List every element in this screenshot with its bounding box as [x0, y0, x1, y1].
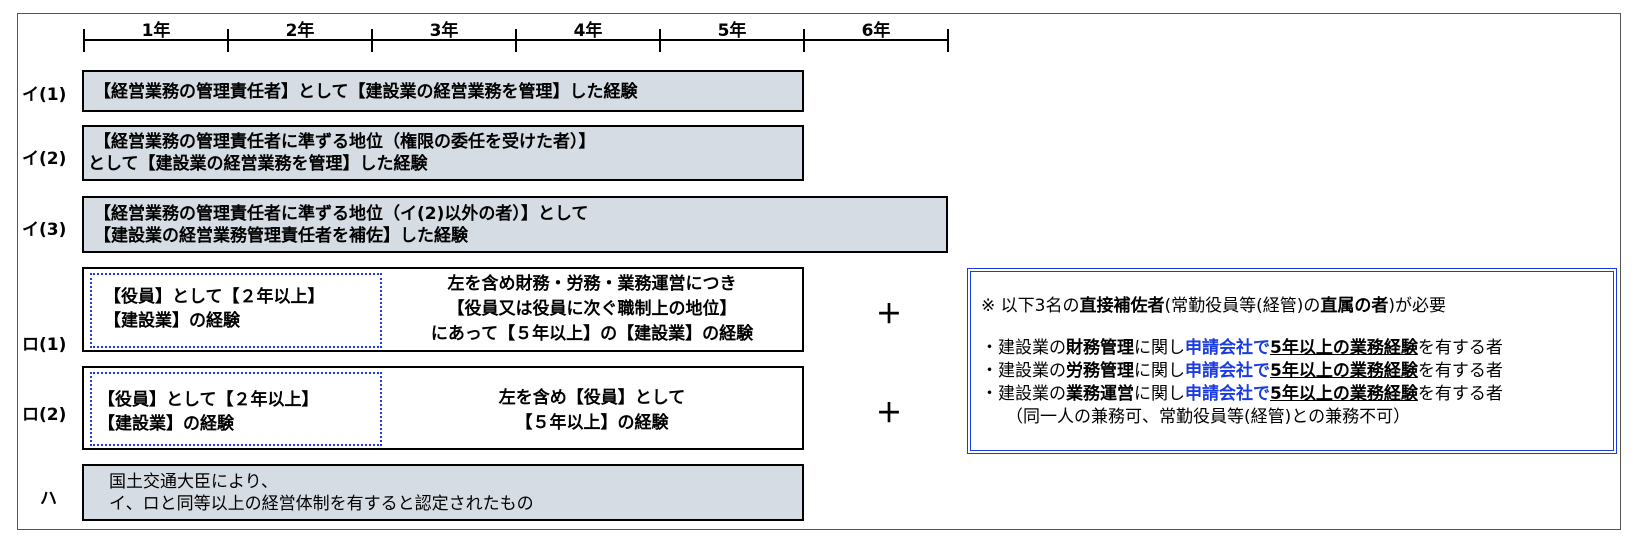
note-item-text: に関し [1134, 384, 1185, 404]
ro1-plus: ＋ [876, 300, 903, 330]
note-item-company: 申請会社で [1185, 384, 1270, 404]
note-item-bold: 業務運営 [1066, 384, 1134, 404]
ro1-two-year-box: 【役員】として【２年以上】 【建設業】の経験 [90, 273, 382, 348]
note-header-text: ※ 以下3名の [981, 296, 1080, 316]
note-footnote: （同一人の兼務可、常勤役員等(経管)との兼務不可） [1006, 407, 1411, 427]
ro1-rest: 左を含め財務・労務・業務運営につき 【役員又は役員に次ぐ職制上の地位】 にあって… [382, 272, 802, 347]
year-label-4: 4年 [573, 21, 603, 41]
note-item-text: ・建設業の [981, 384, 1066, 404]
note-item-bold: 財務管理 [1066, 338, 1134, 358]
note-item-text: を有する者 [1417, 361, 1503, 381]
timeline-tick [659, 29, 661, 52]
note-item-experience: 5年以上の業務経験 [1270, 338, 1418, 358]
i3-text-line1: 【経営業務の管理責任者に準ずる地位（イ(2)以外の者）】として [94, 204, 589, 224]
note-item-text: ・建設業の [981, 361, 1066, 381]
note-item-company: 申請会社で [1185, 361, 1270, 381]
timeline-tick [371, 29, 373, 52]
note-item-text: に関し [1134, 361, 1185, 381]
timeline-tick [83, 29, 85, 52]
ro2-two-year-box: 【役員】として【２年以上】 【建設業】の経験 [90, 372, 382, 446]
year-label-2: 2年 [285, 21, 315, 41]
ro2-box: 【役員】として【２年以上】 【建設業】の経験 左を含め【役員】として 【５年以上… [82, 366, 804, 450]
row-label-i2: イ(2) [22, 149, 67, 169]
ro1-rest-line3: にあって【５年以上】の【建設業】の経験 [430, 324, 754, 344]
ro1-inner-line1: 【役員】として【２年以上】 [104, 287, 325, 307]
year-label-1: 1年 [141, 21, 171, 41]
direct-assistant-note: ※ 以下3名の直接補佐者(常勤役員等(経管)の直属の者)が必要 ・建設業の財務管… [967, 268, 1617, 454]
note-header-bold: 直属の者 [1320, 296, 1389, 316]
note-item-company: 申請会社で [1185, 338, 1270, 358]
note-item: ・建設業の業務運営に関し申請会社で5年以上の業務経験を有する者 [981, 379, 1503, 404]
note-item-text: に関し [1134, 338, 1185, 358]
note-header-text: )が必要 [1388, 296, 1447, 316]
ro2-rest-line2: 【５年以上】の経験 [515, 413, 669, 433]
row-label-i1: イ(1) [22, 85, 67, 105]
ro2-rest: 左を含め【役員】として 【５年以上】の経験 [382, 386, 802, 436]
row-label-ha: ハ [40, 489, 57, 509]
timeline-tick [947, 29, 949, 52]
i3-box: 【経営業務の管理責任者に準ずる地位（イ(2)以外の者）】として 【建設業の経営業… [82, 196, 948, 253]
note-item-text: を有する者 [1417, 338, 1503, 358]
ro1-box: 【役員】として【２年以上】 【建設業】の経験 左を含め財務・労務・業務運営につき… [82, 267, 804, 352]
note-item-experience: 5年以上の業務経験 [1270, 384, 1418, 404]
row-label-ro2: ロ(2) [22, 405, 67, 425]
year-label-5: 5年 [717, 21, 747, 41]
note-header-text: (常勤役員等(経管)の [1164, 296, 1321, 316]
note-item-text: を有する者 [1417, 384, 1503, 404]
diagram-frame [17, 13, 1621, 530]
i2-text-line2: として【建設業の経営業務を管理】した経験 [88, 154, 428, 174]
note-header: ※ 以下3名の直接補佐者(常勤役員等(経管)の直属の者)が必要 [981, 291, 1446, 316]
ro1-rest-line2: 【役員又は役員に次ぐ職制上の地位】 [447, 299, 737, 319]
note-item-text: ・建設業の [981, 338, 1066, 358]
ro1-rest-line1: 左を含め財務・労務・業務運営につき [447, 274, 737, 294]
note-item-experience: 5年以上の業務経験 [1270, 361, 1418, 381]
note-item: ・建設業の労務管理に関し申請会社で5年以上の業務経験を有する者 [981, 356, 1503, 381]
i1-text: 【経営業務の管理責任者】として【建設業の経営業務を管理】した経験 [94, 82, 638, 102]
ha-text-line2: イ、ロと同等以上の経営体制を有すると認定されたもの [109, 494, 534, 514]
ha-text-line1: 国土交通大臣により、 [109, 472, 278, 492]
note-item-bold: 労務管理 [1066, 361, 1134, 381]
timeline-tick [515, 29, 517, 52]
i3-text-line2: 【建設業の経営業務管理責任者を補佐】した経験 [94, 226, 468, 246]
i2-text-line1: 【経営業務の管理責任者に準ずる地位（権限の委任を受けた者）】 [94, 132, 596, 152]
ro2-inner-line1: 【役員】として【２年以上】 [98, 390, 319, 410]
ha-box: 国土交通大臣により、 イ、ロと同等以上の経営体制を有すると認定されたもの [82, 464, 804, 521]
i2-box: 【経営業務の管理責任者に準ずる地位（権限の委任を受けた者）】 として【建設業の経… [82, 125, 804, 181]
ro2-inner-line2: 【建設業】の経験 [98, 414, 234, 434]
i1-box: 【経営業務の管理責任者】として【建設業の経営業務を管理】した経験 [82, 70, 804, 112]
timeline-tick [227, 29, 229, 52]
year-label-3: 3年 [429, 21, 459, 41]
ro2-plus: ＋ [876, 399, 903, 429]
note-item: ・建設業の財務管理に関し申請会社で5年以上の業務経験を有する者 [981, 333, 1503, 358]
year-label-6: 6年 [861, 21, 891, 41]
note-header-bold: 直接補佐者 [1079, 296, 1165, 316]
row-label-ro1: ロ(1) [22, 335, 67, 355]
row-label-i3: イ(3) [22, 220, 67, 240]
ro2-rest-line1: 左を含め【役員】として [498, 388, 686, 408]
ro1-inner-line2: 【建設業】の経験 [104, 311, 240, 331]
timeline-tick [803, 29, 805, 52]
